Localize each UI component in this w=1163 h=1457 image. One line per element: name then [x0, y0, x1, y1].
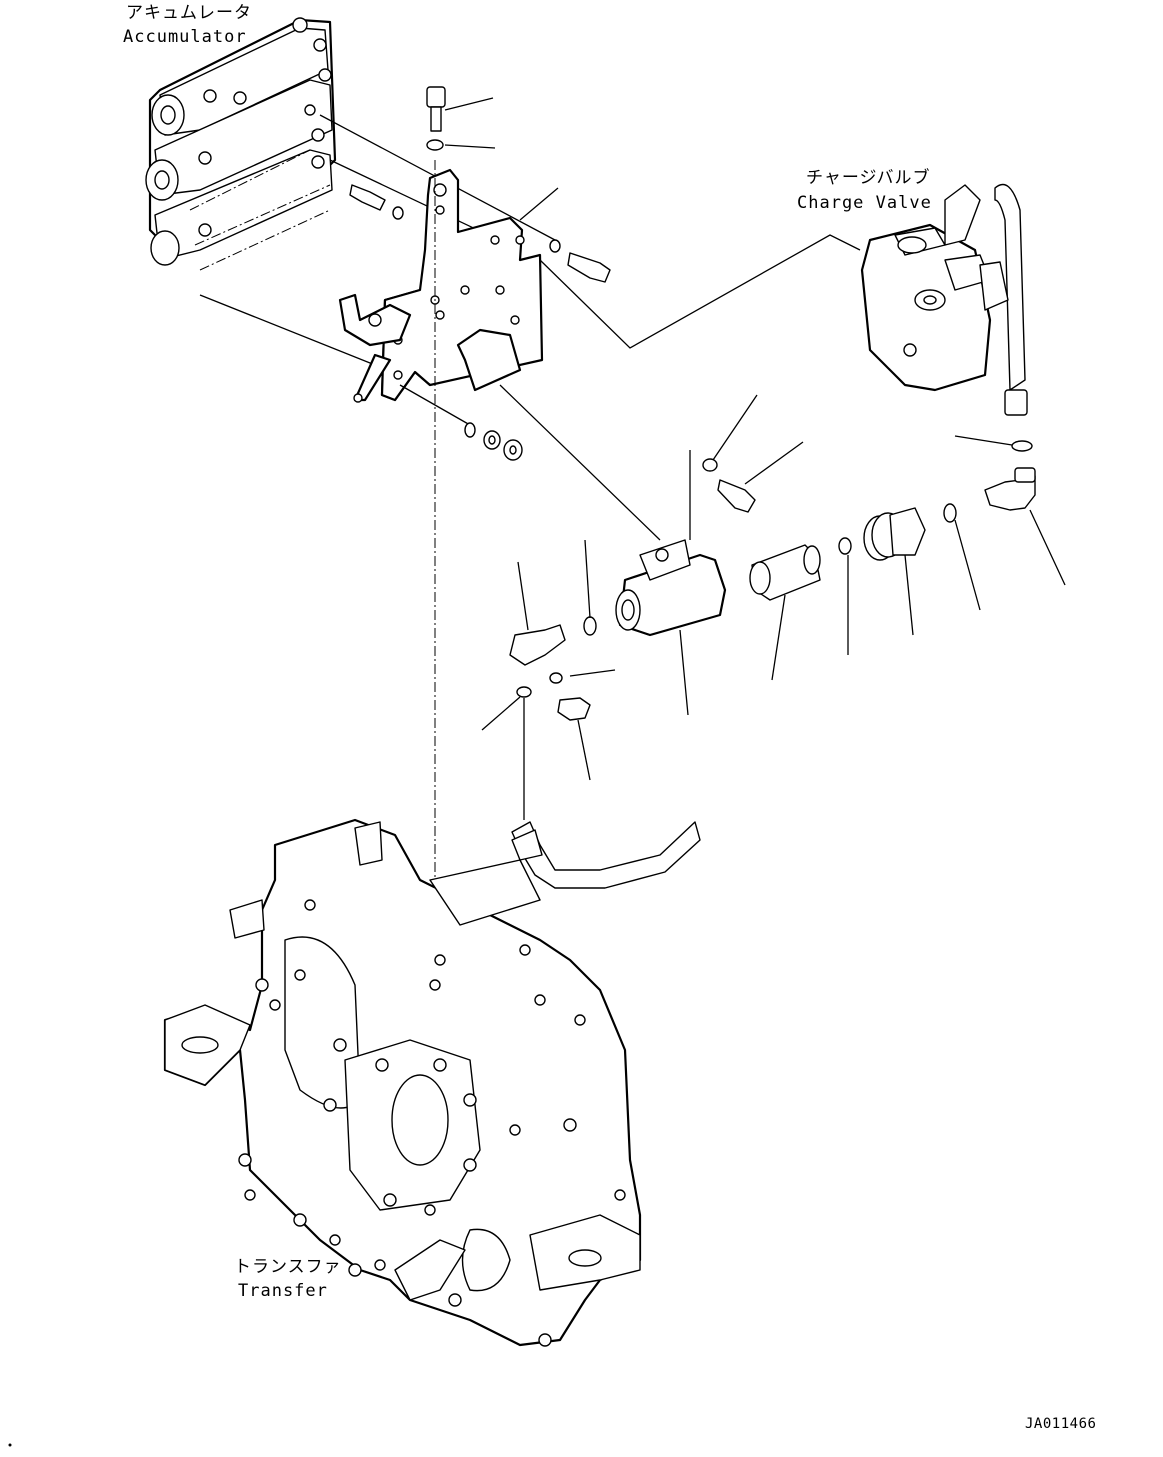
hose: [511, 821, 701, 889]
callout-line: [904, 554, 914, 636]
filter-housing: [615, 539, 727, 637]
callout-line: [577, 719, 591, 781]
accumulator: [145, 17, 337, 266]
callout-line: [519, 187, 559, 221]
callout-line: [744, 441, 804, 485]
o-ring: [516, 440, 1033, 698]
callout-line: [954, 519, 981, 611]
callout-line: [481, 696, 521, 731]
alignment-line: [199, 209, 331, 271]
drawing-code: JA011466: [1025, 1416, 1096, 1432]
transfer-label-en: Transfer: [238, 1281, 328, 1301]
elbow-fitting: [984, 467, 1036, 511]
callout-line: [444, 97, 494, 111]
leader-line: [499, 384, 661, 541]
accumulator-label-en: Accumulator: [123, 27, 247, 47]
side-bolt: [349, 184, 611, 283]
callout-line: [444, 144, 496, 149]
callout-line: [584, 539, 591, 619]
bracket: [338, 168, 544, 403]
plug: [863, 507, 926, 561]
callout-line: [679, 629, 689, 716]
charge-valve-label-jp: チャージバルブ: [806, 167, 930, 188]
leader-line: [539, 234, 861, 349]
callout-line: [712, 394, 758, 461]
callout-line: [517, 561, 529, 631]
transfer: [163, 818, 642, 1347]
callout-line: [954, 435, 1013, 446]
housing-bolt: [717, 479, 756, 513]
breather-cap: [557, 697, 591, 721]
charge-valve: [860, 183, 1028, 416]
inlet-elbow-fitting: [509, 624, 566, 666]
filter: [749, 544, 821, 601]
callout-line: [771, 594, 786, 681]
marker-dot: [8, 1443, 12, 1447]
leader-line: [399, 384, 471, 426]
callout-line: [569, 669, 616, 677]
charge-valve-label-en: Charge Valve: [797, 193, 932, 213]
alignment-line: [189, 149, 311, 211]
mounting-bolt-top: [426, 86, 446, 151]
leader-line: [199, 294, 376, 366]
nut-washer-set: [464, 422, 523, 461]
transfer-label-jp: トランスファ: [234, 1257, 342, 1277]
callout-line: [1029, 509, 1066, 586]
alignment-line: [194, 184, 331, 246]
accumulator-label-jp: アキュムレータ: [126, 3, 252, 23]
